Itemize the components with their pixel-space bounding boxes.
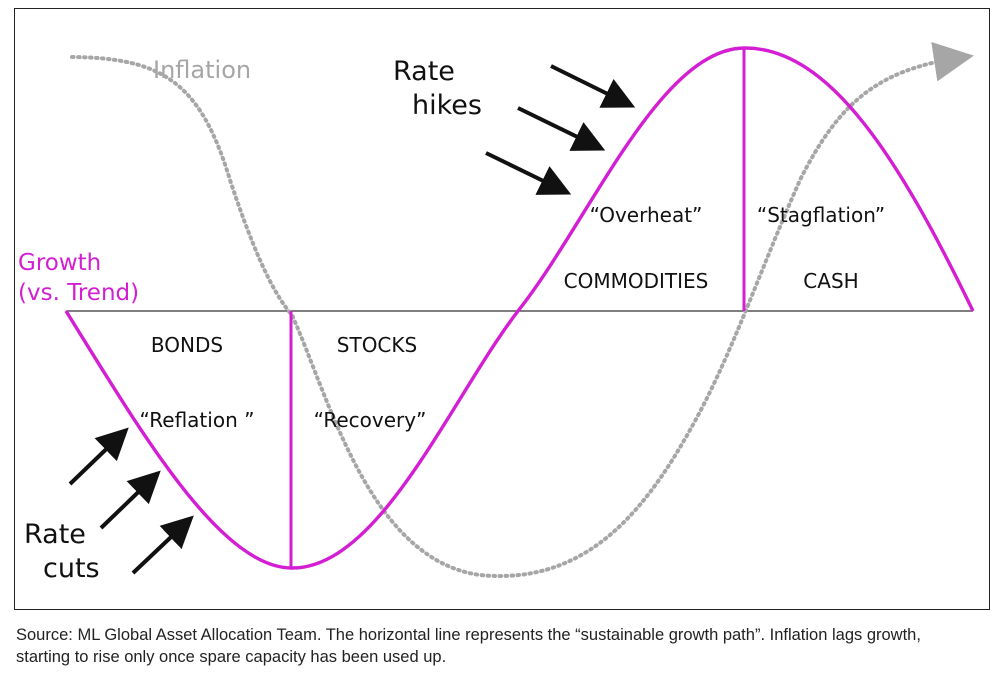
inflation-curve bbox=[70, 41, 974, 578]
rate-hikes-label-line1: Rate bbox=[393, 56, 455, 87]
asset-stocks: STOCKS bbox=[337, 333, 417, 357]
phase-reflation: “Reflation ” bbox=[140, 408, 255, 432]
phase-recovery: “Recovery” bbox=[314, 408, 427, 432]
phase-stagflation: “Stagflation” bbox=[757, 203, 885, 227]
growth-curve bbox=[64, 46, 975, 570]
phase-overheat: “Overheat” bbox=[590, 203, 703, 227]
asset-bonds: BONDS bbox=[151, 333, 223, 357]
asset-commodities: COMMODITIES bbox=[564, 269, 709, 293]
growth-label-line2: (vs. Trend) bbox=[18, 280, 139, 306]
rate-hike-arrow bbox=[485, 151, 572, 195]
rate-hike-arrow bbox=[517, 106, 606, 151]
rate-cut-arrow bbox=[99, 470, 161, 530]
rate-hikes-label-line2: hikes bbox=[412, 90, 482, 121]
asset-cash: CASH bbox=[803, 269, 858, 293]
source-caption: Source: ML Global Asset Allocation Team.… bbox=[16, 626, 921, 666]
rate-cut-arrow bbox=[68, 427, 129, 486]
diagram-frame bbox=[14, 8, 990, 610]
rate-hike-arrow bbox=[550, 64, 636, 108]
rate-cuts-label-line2: cuts bbox=[43, 553, 100, 584]
rate-cuts-label-line1: Rate bbox=[24, 519, 86, 550]
rate-cut-arrow bbox=[131, 515, 194, 575]
inflation-label: Inflation bbox=[153, 56, 251, 84]
growth-label-line1: Growth bbox=[18, 250, 101, 276]
